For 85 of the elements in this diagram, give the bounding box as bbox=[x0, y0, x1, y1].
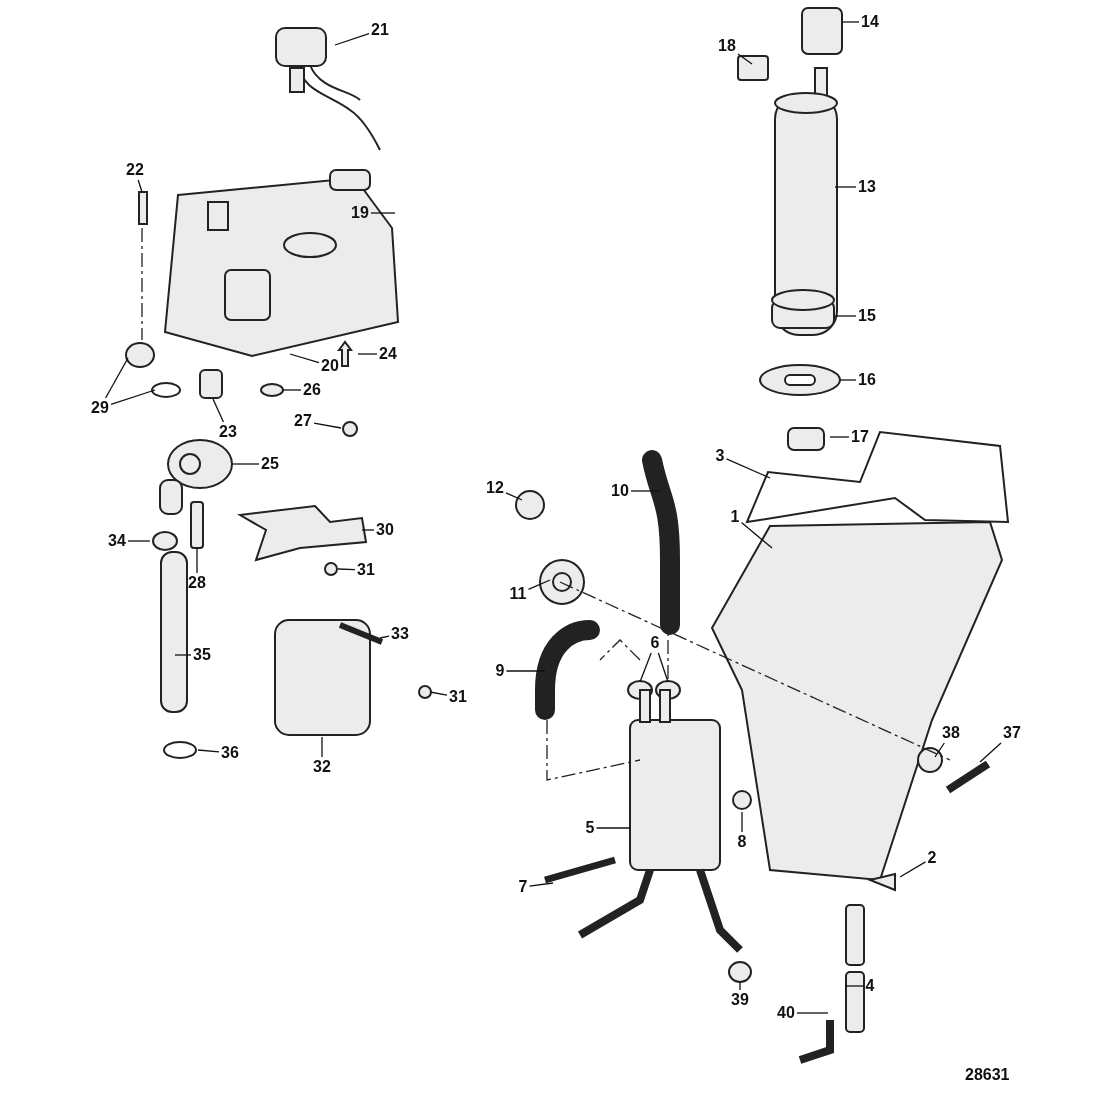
leader-line bbox=[379, 635, 390, 639]
leader-line bbox=[842, 21, 860, 23]
callout-number: 4 bbox=[865, 977, 875, 995]
leader-line bbox=[212, 398, 225, 423]
callout-number: 31 bbox=[449, 688, 467, 706]
callout-number: 40 bbox=[777, 1004, 795, 1022]
leader-line bbox=[197, 749, 220, 753]
callout-number: 1 bbox=[730, 508, 740, 526]
callout-number: 7 bbox=[518, 878, 528, 896]
leader-line bbox=[127, 540, 151, 542]
callout-number: 29 bbox=[91, 399, 109, 417]
leader-line bbox=[337, 568, 356, 571]
callout-number: 14 bbox=[861, 13, 879, 31]
callout-number: 8 bbox=[737, 833, 747, 851]
leader-line bbox=[289, 353, 320, 364]
leader-line bbox=[232, 463, 260, 465]
leader-line bbox=[528, 882, 554, 887]
leader-line bbox=[839, 379, 857, 381]
callout-number: 10 bbox=[611, 482, 629, 500]
leader-line bbox=[899, 861, 927, 878]
callout-number: 30 bbox=[376, 521, 394, 539]
callout-number: 21 bbox=[371, 21, 389, 39]
callout-number: 5 bbox=[585, 819, 595, 837]
callout-number: 23 bbox=[219, 423, 237, 441]
leader-line bbox=[834, 186, 857, 188]
figure-number: 28631 bbox=[965, 1066, 1010, 1084]
leader-line bbox=[104, 357, 129, 399]
leader-line bbox=[979, 742, 1002, 763]
leader-line bbox=[505, 492, 523, 501]
callout-number: 17 bbox=[851, 428, 869, 446]
leader-line bbox=[725, 458, 771, 479]
leader-line bbox=[630, 490, 661, 492]
leader-line bbox=[196, 547, 198, 574]
leader-line bbox=[527, 579, 551, 591]
leader-line bbox=[739, 981, 741, 991]
leader-line bbox=[834, 315, 857, 317]
callout-number: 37 bbox=[1003, 724, 1021, 742]
leader-line bbox=[741, 811, 743, 833]
callout-number: 3 bbox=[715, 447, 725, 465]
callout-number: 20 bbox=[321, 357, 339, 375]
callout-number: 19 bbox=[351, 204, 369, 222]
leader-line bbox=[361, 529, 375, 531]
leader-line bbox=[321, 736, 323, 758]
callout-number: 36 bbox=[221, 744, 239, 762]
callout-number: 11 bbox=[509, 585, 527, 603]
leader-line bbox=[595, 827, 631, 829]
callout-number: 38 bbox=[942, 724, 960, 742]
leader-line bbox=[737, 53, 753, 65]
leader-line bbox=[137, 179, 143, 193]
callout-number: 24 bbox=[379, 345, 397, 363]
callout-number: 22 bbox=[126, 161, 144, 179]
callout-number: 9 bbox=[495, 662, 505, 680]
leader-line bbox=[829, 436, 850, 438]
leader-line bbox=[110, 389, 156, 406]
leader-line bbox=[934, 742, 945, 758]
callout-number: 6 bbox=[650, 634, 660, 652]
callout-number: 33 bbox=[391, 625, 409, 643]
callout-number: 18 bbox=[718, 37, 736, 55]
callout-number: 12 bbox=[486, 479, 504, 497]
callout-number: 27 bbox=[294, 412, 312, 430]
leader-line bbox=[657, 652, 669, 683]
leader-line bbox=[429, 691, 448, 696]
leader-line bbox=[796, 1012, 829, 1014]
leader-line bbox=[505, 670, 546, 672]
callout-number: 35 bbox=[193, 646, 211, 664]
callout-number: 34 bbox=[108, 532, 126, 550]
callout-number: 31 bbox=[357, 561, 375, 579]
callout-number: 32 bbox=[313, 758, 331, 776]
leader-line bbox=[357, 353, 378, 355]
leader-line bbox=[282, 389, 302, 391]
leader-line bbox=[174, 654, 192, 656]
leader-line bbox=[334, 33, 370, 46]
leader-line bbox=[844, 985, 865, 987]
leader-line bbox=[639, 652, 652, 683]
leader-line bbox=[370, 212, 396, 214]
callout-number: 26 bbox=[303, 381, 321, 399]
callout-number: 2 bbox=[927, 849, 937, 867]
callout-number: 13 bbox=[858, 178, 876, 196]
callout-number: 25 bbox=[261, 455, 279, 473]
leader-line bbox=[313, 422, 342, 429]
leader-line bbox=[740, 521, 773, 549]
callout-number: 28 bbox=[188, 574, 206, 592]
callout-number: 16 bbox=[858, 371, 876, 389]
callout-number: 15 bbox=[858, 307, 876, 325]
callout-number: 39 bbox=[731, 991, 749, 1009]
